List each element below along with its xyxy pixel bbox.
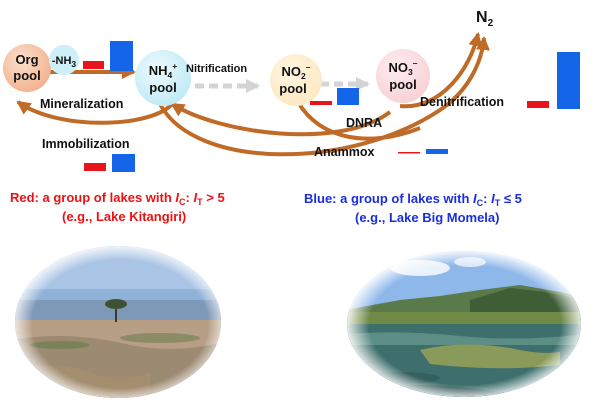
- svg-text:NH4+: NH4+: [149, 61, 178, 80]
- n2-label: N2: [476, 9, 494, 29]
- blue-group-line1: Blue: a group of lakes with IC: IT ≤ 5: [304, 191, 522, 208]
- blue-colon: :: [483, 191, 491, 206]
- nh3-sub: 3: [71, 59, 76, 69]
- blue-condition: ≤ 5: [500, 191, 522, 206]
- n2-base: N: [476, 9, 488, 26]
- immobilization-label: Immobilization: [42, 137, 130, 151]
- nh3-pool: -NH3: [49, 45, 79, 75]
- red-condition: > 5: [203, 190, 225, 205]
- blue-ic-i: I: [473, 191, 477, 206]
- red-ic-i: I: [175, 190, 179, 205]
- bar-red-immobilization: [84, 163, 106, 171]
- blue-group-example: (e.g., Lake Big Momela): [355, 210, 499, 225]
- mineralization-label: Mineralization: [40, 97, 123, 111]
- anammox-arrow-no2: [296, 100, 421, 141]
- dnra-label: DNRA: [346, 116, 382, 130]
- svg-text:-NH3: -NH3: [52, 55, 77, 69]
- blue-it-i: I: [491, 191, 495, 206]
- n2-sub: 2: [488, 18, 494, 29]
- org-pool-line2: pool: [13, 68, 40, 83]
- no2-pool-line2: pool: [279, 81, 306, 96]
- bar-blue-ammonification: [110, 41, 133, 71]
- red-it-i: I: [194, 190, 198, 205]
- bar-red-nitrite: [310, 101, 332, 105]
- nh4-pool-line2: pool: [149, 80, 176, 95]
- red-colon: :: [186, 190, 194, 205]
- nh3-text: -NH: [52, 55, 72, 67]
- no3-base: NO: [389, 60, 409, 75]
- bar-red-denitrification: [527, 101, 549, 108]
- red-group-line1: Red: a group of lakes with IC: IT > 5: [10, 190, 225, 207]
- red-prefix: Red: a group of lakes with: [10, 190, 175, 205]
- denitrification-arrow: [399, 32, 483, 109]
- bar-red-anammox: [398, 152, 420, 154]
- no2-sub: 2: [301, 71, 306, 81]
- bar-blue-nitrite: [337, 88, 359, 105]
- org-pool-line1: Org: [15, 52, 38, 67]
- red-group-example: (e.g., Lake Kitangiri): [62, 209, 186, 224]
- nh4-sup: +: [172, 61, 177, 71]
- blue-ic-sub: C: [477, 198, 484, 208]
- blue-group-caption: Blue: a group of lakes with IC: IT ≤ 5 (…: [304, 191, 522, 225]
- no3-sup: –: [413, 58, 418, 68]
- no2-pool: NO2– pool: [270, 54, 322, 106]
- bar-blue-denitrification: [557, 52, 580, 109]
- red-it-sub: T: [197, 197, 203, 207]
- bar-blue-anammox: [426, 149, 448, 154]
- no3-pool: NO3– pool: [376, 49, 430, 103]
- lake-kitangiri-photo: [15, 246, 221, 398]
- no2-base: NO: [282, 64, 302, 79]
- no3-sub: 3: [408, 67, 413, 77]
- red-ic-sub: C: [179, 197, 186, 207]
- red-group-caption: Red: a group of lakes with IC: IT > 5 (e…: [10, 190, 225, 224]
- immobilization-arrow: [16, 98, 177, 125]
- lake-big-momela-photo: [347, 251, 581, 397]
- svg-text:NO2–: NO2–: [282, 62, 311, 81]
- nh4-sub: 4: [168, 70, 173, 80]
- nitrification-label: Nitrification: [186, 63, 247, 75]
- no2-sup: –: [306, 62, 311, 72]
- svg-text:NO3–: NO3–: [389, 58, 418, 77]
- nh4-pool: NH4+ pool: [135, 50, 191, 106]
- dnra-arrow: [170, 102, 392, 137]
- blue-it-sub: T: [495, 198, 501, 208]
- bar-red-ammonification: [83, 61, 104, 69]
- org-pool: Org pool: [3, 44, 51, 92]
- arrows-layer: [16, 32, 490, 157]
- denitrification-label: Denitrification: [420, 95, 504, 109]
- anammox-label: Anammox: [314, 145, 374, 159]
- comparison-bars: [83, 41, 580, 172]
- no3-pool-line2: pool: [389, 77, 416, 92]
- bar-blue-immobilization: [112, 154, 135, 172]
- nh4-base: NH: [149, 63, 168, 78]
- blue-prefix: Blue: a group of lakes with: [304, 191, 473, 206]
